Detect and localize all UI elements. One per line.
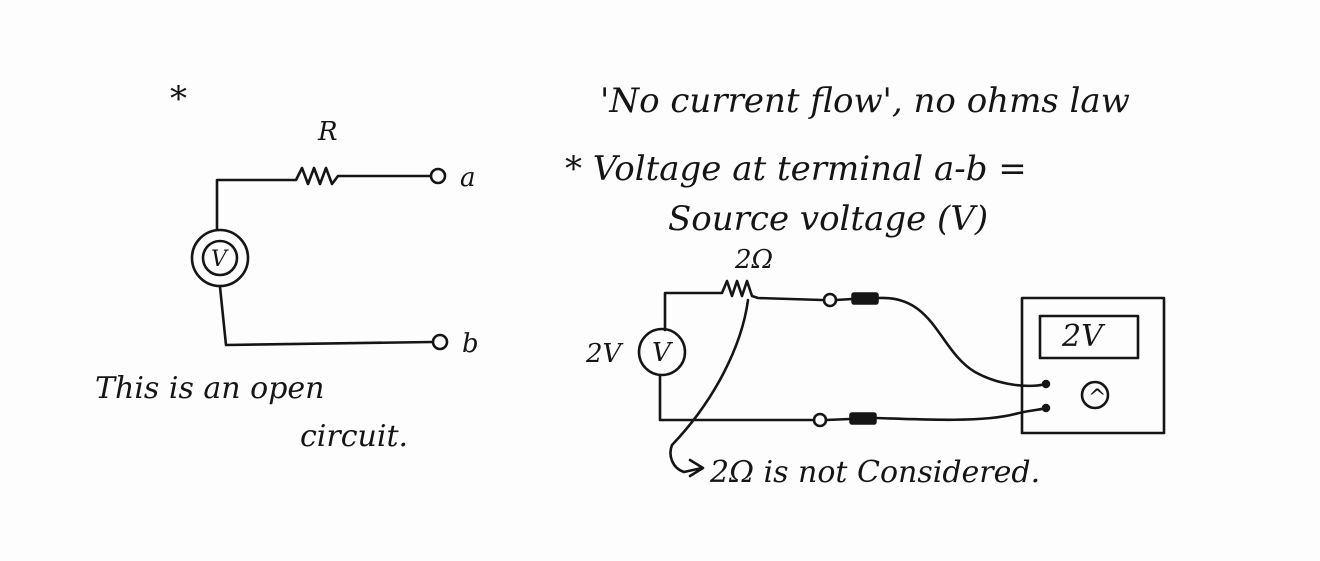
- right-footnote: 2Ω is not Considered.: [709, 455, 1040, 490]
- left-terminal-b-node: [431, 333, 449, 351]
- voltmeter-port-top: [1041, 379, 1051, 389]
- left-top-wire: [215, 166, 432, 232]
- left-bottom-wire: [218, 285, 434, 347]
- notes: 'No current flow', no ohms law * Voltage…: [565, 81, 1130, 239]
- right-bottom-probe-clip: [849, 412, 877, 425]
- resistor-note-arrow-line: [669, 298, 750, 474]
- voltmeter-dial-symbol: ^: [1088, 386, 1106, 411]
- right-bottom-terminal-node: [812, 412, 828, 428]
- right-top-wire: [663, 279, 824, 332]
- voltmeter-dial-icon: [1080, 380, 1110, 410]
- notes-heading: 'No current flow', no ohms law: [600, 81, 1130, 121]
- right-probe-lead-bottom: [874, 406, 1048, 422]
- left-voltage-source-inner: [201, 239, 239, 277]
- right-probe-lead-top: [876, 296, 1048, 388]
- left-caption-line2: circuit.: [300, 419, 408, 454]
- left-star: *: [170, 79, 187, 119]
- left-open-circuit: * R a V b This is an open circuit.: [95, 79, 479, 454]
- resistor-note-arrow-head: [688, 458, 705, 478]
- right-top-probe-wire: [834, 297, 854, 302]
- notes-line1: * Voltage at terminal a-b =: [565, 149, 1027, 189]
- right-top-terminal-node: [822, 292, 838, 308]
- left-terminal-b-label: b: [462, 329, 479, 359]
- left-caption-line1: This is an open: [95, 371, 324, 406]
- right-top-probe-clip: [851, 292, 879, 305]
- left-voltage-source-label: V: [211, 247, 229, 272]
- right-voltage-source-label: V: [652, 338, 673, 368]
- right-source-value: 2V: [585, 339, 624, 369]
- notes-line2: Source voltage (V): [668, 199, 988, 239]
- voltmeter-port-bottom: [1041, 403, 1051, 413]
- right-bottom-wire: [658, 373, 814, 422]
- right-resistor-label: 2Ω: [734, 245, 773, 275]
- left-terminal-a-node: [429, 167, 447, 185]
- right-circuit-with-voltmeter: 2Ω 2V V 2V ^ 2Ω is not Considered.: [585, 245, 1166, 490]
- left-terminal-a-label: a: [460, 163, 476, 193]
- right-bottom-probe-wire: [824, 417, 852, 422]
- right-voltage-source-symbol: [637, 327, 687, 377]
- voltmeter-display: [1038, 314, 1140, 360]
- left-resistor-label: R: [317, 117, 338, 147]
- voltmeter-display-value: 2V: [1061, 319, 1106, 354]
- voltmeter-body: [1020, 296, 1166, 435]
